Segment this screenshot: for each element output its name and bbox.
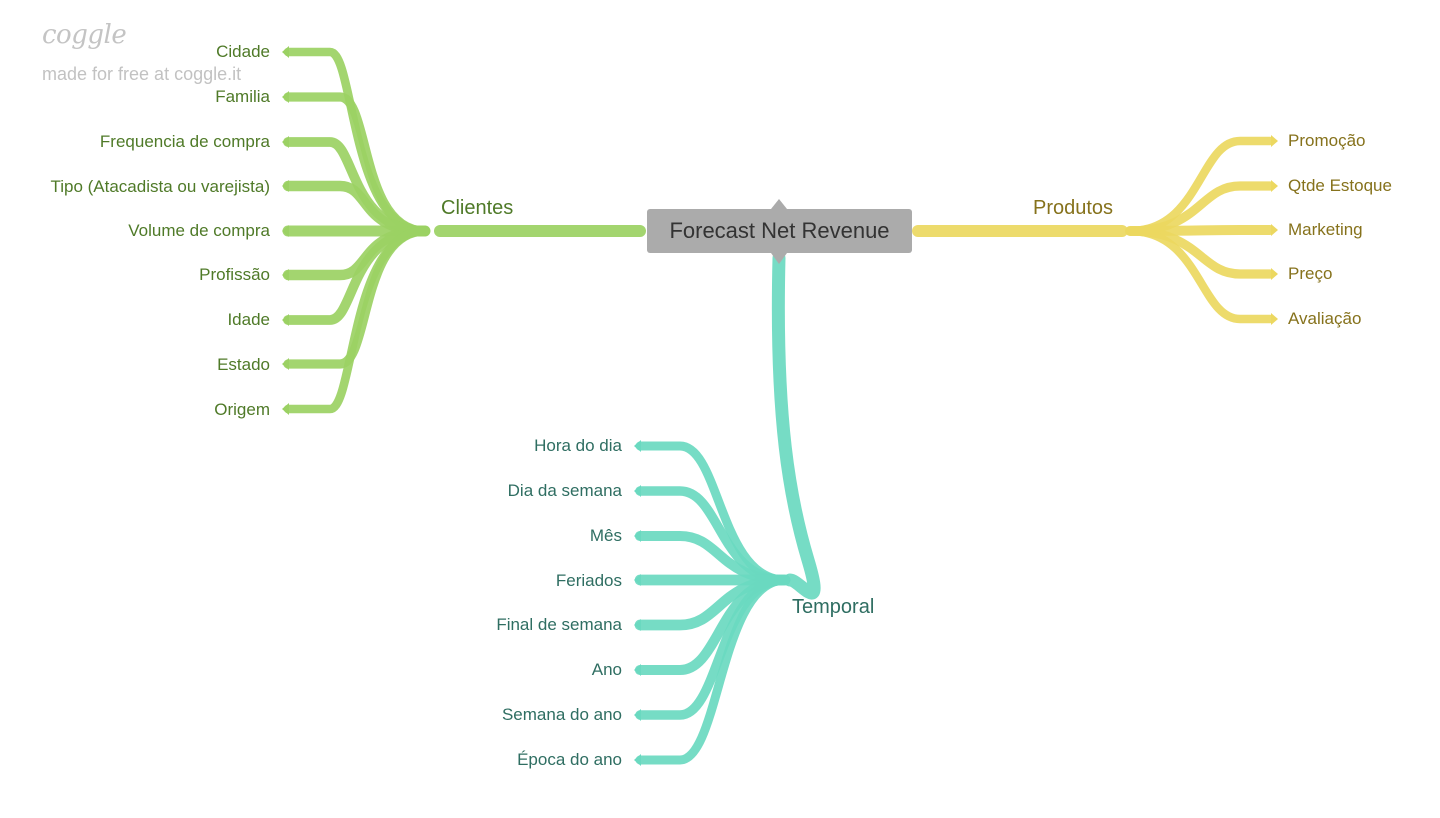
branch-connectors [282,46,1278,766]
temporal-child-tip [634,485,641,497]
coggle-logo[interactable]: coggle [42,20,127,50]
clientes-node-familia[interactable]: Familia [215,87,270,106]
temporal-node-dia-semana[interactable]: Dia da semana [507,481,622,500]
temporal-child-connector [634,530,791,586]
produtos-child-tip [1271,135,1278,147]
clientes-child-tip [282,180,289,192]
clientes-child-connector [283,226,430,414]
clientes-child-connector [282,180,431,237]
temporal-node-mes[interactable]: Mês [589,526,622,545]
temporal-node-final-semana[interactable]: Final de semana [496,615,622,634]
temporal-node-ano[interactable]: Ano [591,660,622,679]
temporal-child-tip [634,709,641,721]
clientes-node-origem[interactable]: Origem [214,400,270,419]
produtos-child-tip [1271,313,1278,325]
branch-temporal[interactable]: Temporal [792,596,875,618]
clientes-node-profissao[interactable]: Profissão [199,265,270,284]
clientes-node-idade[interactable]: Idade [227,310,270,329]
made-with-coggle-text[interactable]: made for free at coggle.it [42,64,242,84]
clientes-child-tip [282,225,289,237]
produtos-child-tip [1271,268,1278,280]
clientes-child-tip [282,91,289,103]
clientes-child-connector [283,92,430,236]
temporal-child-tip [634,619,641,631]
temporal-node-feriados[interactable]: Feriados [555,571,622,590]
clientes-node-frequencia[interactable]: Frequencia de compra [99,132,270,151]
temporal-node-semana-ano[interactable]: Semana do ano [501,705,622,724]
branch-produtos[interactable]: Produtos [1033,197,1114,219]
clientes-child-tip [282,358,289,370]
clientes-child-tip [282,46,289,58]
branch-clientes[interactable]: Clientes [441,197,514,219]
temporal-child-connector [635,575,790,765]
temporal-node-hora[interactable]: Hora do dia [534,436,622,455]
root-bottom-arrow [771,253,787,264]
clientes-node-estado[interactable]: Estado [217,355,270,374]
produtos-node-preco[interactable]: Preço [1288,264,1333,283]
produtos-node-estoque[interactable]: Qtde Estoque [1288,176,1392,195]
temporal-child-tip [634,440,641,452]
temporal-node-epoca[interactable]: Época do ano [517,750,622,769]
clientes-child-tip [282,269,289,281]
produtos-child-connector [1125,226,1275,324]
clientes-node-volume[interactable]: Volume de compra [128,221,270,240]
produtos-child-tip [1271,180,1278,192]
clientes-child-tip [282,314,289,326]
temporal-child-tip [634,574,641,586]
produtos-node-marketing[interactable]: Marketing [1288,220,1363,239]
root-node-label: Forecast Net Revenue [669,218,890,243]
temporal-child-tip [634,664,641,676]
root-node[interactable]: Forecast Net Revenue [647,209,912,253]
clientes-node-tipo[interactable]: Tipo (Atacadista ou varejista) [50,177,270,196]
clientes-node-cidade[interactable]: Cidade [216,42,270,61]
temporal-child-tip [634,530,641,542]
produtos-child-tip [1271,224,1278,236]
temporal-trunk-connector [771,251,821,600]
root-top-arrow [771,199,787,209]
temporal-child-tip [634,754,641,766]
clientes-child-tip [282,403,289,415]
clientes-child-tip [282,136,289,148]
produtos-node-avaliacao[interactable]: Avaliação [1288,309,1362,328]
produtos-node-promocao[interactable]: Promoção [1288,131,1366,150]
